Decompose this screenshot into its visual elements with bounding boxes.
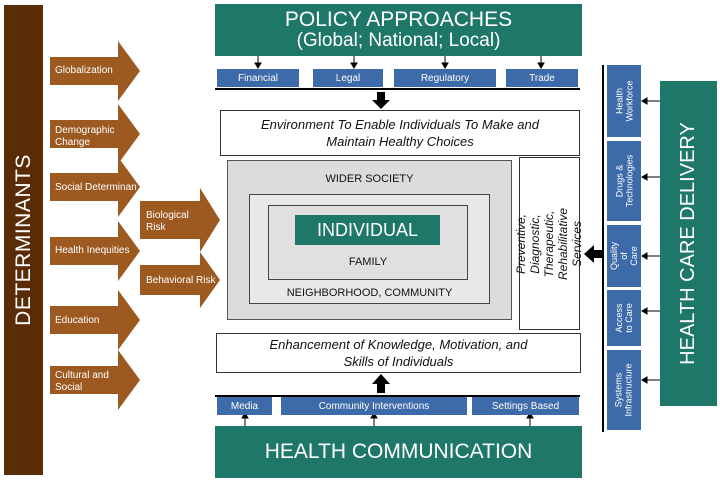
tab-regulatory: Regulatory [394, 69, 496, 87]
arrow-left-hcd [584, 245, 603, 263]
tab-drugs-technologies: Drugs & Technologies [607, 141, 641, 221]
det-label-cultural: Cultural and Social Norms [55, 370, 109, 405]
arrow-up-communication [372, 374, 390, 393]
det-label-demographic: Demographic Change [55, 125, 115, 148]
health-care-delivery-box: HEALTH CARE DELIVERY [660, 81, 717, 406]
policy-approaches-box: POLICY APPROACHES (Global; National; Loc… [215, 4, 582, 56]
family-label: FAMILY [348, 256, 388, 268]
neighborhood-label: NEIGHBORHOOD, COMMUNITY [286, 287, 453, 299]
tab-access-to-care: Access to Care [607, 290, 641, 346]
health-care-delivery-title: HEALTH CARE DELIVERY [677, 122, 700, 365]
tab-health-workforce: Health Workforce [607, 65, 641, 137]
individual-box: INDIVIDUAL [295, 215, 440, 245]
tab-financial: Financial [217, 69, 299, 87]
tab-settings-based: Settings Based [472, 397, 579, 415]
policy-subtitle: (Global; National; Local) [296, 30, 501, 51]
tab-community-interventions: Community Interventions [281, 397, 467, 415]
arrow-biological-risk [140, 188, 220, 252]
arrow-social-determinants [50, 157, 140, 217]
det-label-inequities: Health Inequities [55, 245, 130, 256]
tab-trade: Trade [506, 69, 578, 87]
arrow-education [50, 290, 140, 350]
services-box: Preventive, Diagnostic, Therapeutic, Reh… [515, 157, 585, 330]
policy-title: POLICY APPROACHES [284, 8, 513, 31]
services-text: Preventive, Diagnostic, Therapeutic, Reh… [514, 207, 585, 280]
arrow-down-policy [372, 92, 390, 109]
risk-label-behavioral: Behavioral Risk [146, 275, 216, 286]
arrow-health-inequities [50, 221, 140, 281]
health-communication-box: HEALTH COMMUNICATION [215, 426, 582, 478]
enhancement-box: Enhancement of Knowledge, Motivation, an… [216, 333, 581, 373]
determinants-bar: DETERMINANTS [4, 5, 43, 475]
det-label-education: Education [55, 315, 100, 326]
tab-legal: Legal [313, 69, 383, 87]
tab-media: Media [217, 397, 272, 415]
wider-society-label: WIDER SOCIETY [325, 173, 414, 185]
arrow-cultural [50, 350, 140, 410]
arrow-behavioral-risk [140, 252, 220, 308]
arrow-demographic [50, 104, 140, 164]
det-label-globalization: Globalization [55, 65, 113, 76]
risk-label-biological: Biological Risk [146, 210, 189, 233]
tab-quality-of-care: Quality of Care [607, 225, 641, 287]
det-label-social: Social Determinants [55, 182, 137, 193]
tab-systems-infrastructure: Systems Infrastructure [607, 350, 641, 430]
environment-box: Environment To Enable Individuals To Mak… [220, 110, 580, 156]
arrow-globalization [50, 41, 140, 101]
